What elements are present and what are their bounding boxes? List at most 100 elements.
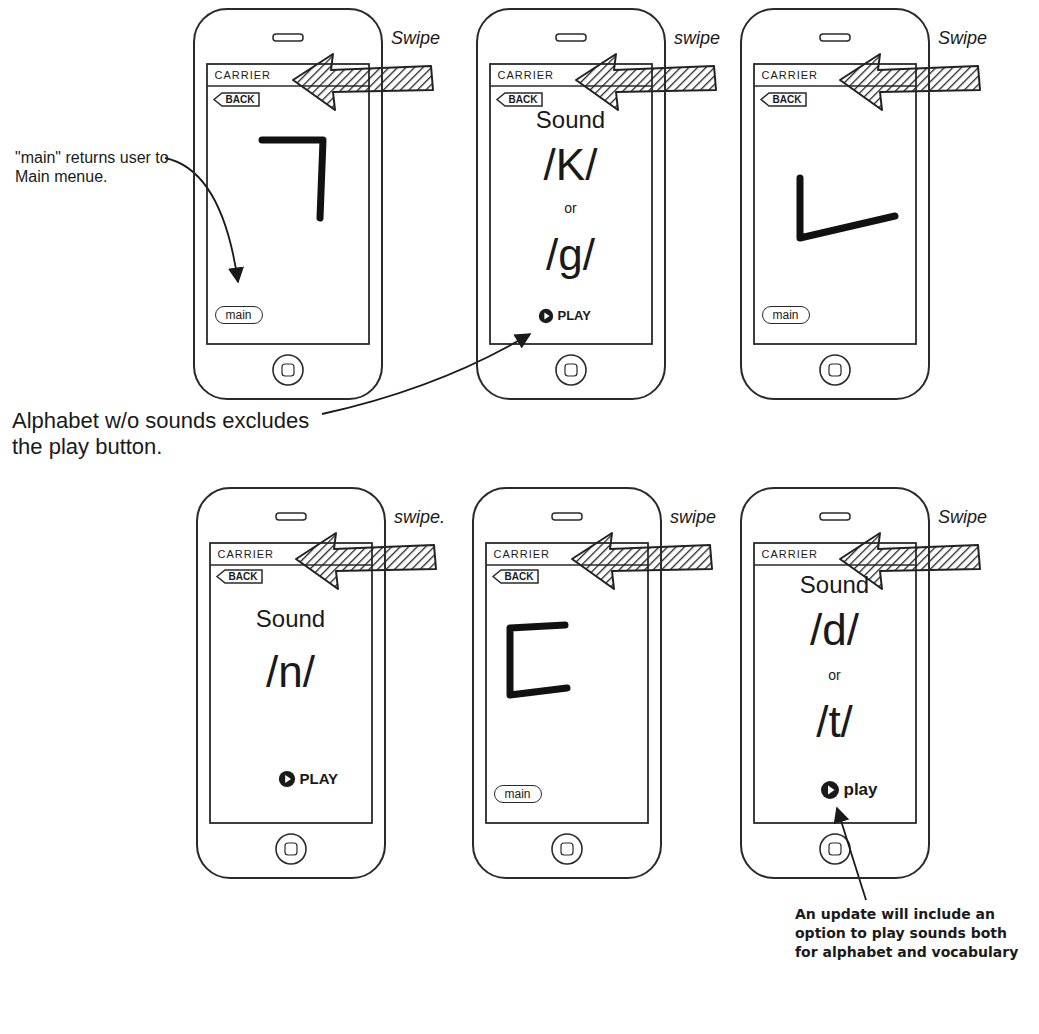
play-button: PLAY	[278, 770, 339, 788]
swipe-label: swipe.	[394, 507, 445, 529]
button-label: BACK	[229, 571, 258, 582]
back-button: BACK	[492, 569, 539, 584]
back-button: BACK	[213, 92, 260, 107]
phone-frame: CARRIER BACK main	[193, 8, 383, 400]
back-button-shape	[217, 570, 262, 583]
leader-arrow	[165, 158, 238, 282]
phone-speaker	[820, 513, 850, 520]
swipe-label: Swipe	[938, 507, 987, 529]
annotation-note: Alphabet w/o sounds excludes the play bu…	[12, 408, 332, 461]
phone-sketch	[490, 34, 716, 385]
phone-frame: CARRIER Sound/d/or/t/play	[740, 487, 930, 879]
carrier-label: CARRIER	[215, 69, 272, 82]
phoneme-text: /d/	[742, 605, 927, 656]
phone-sketch	[210, 513, 436, 864]
sound-heading: Sound	[742, 571, 927, 599]
phone-speaker	[552, 513, 582, 520]
or-text: or	[478, 200, 663, 216]
phone-sketch	[754, 34, 980, 385]
swipe-label: Swipe	[391, 28, 440, 50]
button-label: BACK	[226, 94, 255, 105]
home-button	[820, 355, 850, 385]
play-icon	[820, 780, 840, 800]
play-icon-triangle	[544, 312, 549, 319]
play-button: play	[820, 780, 878, 800]
back-button-shape	[493, 570, 538, 583]
swipe-arrow	[576, 54, 716, 110]
home-button	[820, 834, 850, 864]
hangul-glyph	[510, 625, 567, 695]
play-icon	[538, 308, 554, 324]
hangul-glyph	[800, 178, 895, 238]
button-label: main	[773, 308, 799, 322]
phone-screen	[754, 64, 916, 344]
phoneme-text: /K/	[478, 140, 663, 191]
phoneme-text: /n/	[198, 647, 383, 698]
main-button: main	[215, 306, 263, 324]
home-button-square	[282, 364, 294, 376]
phone-screen	[207, 64, 369, 344]
swipe-arrow	[840, 54, 980, 110]
swipe-arrow	[296, 533, 436, 589]
main-button: main	[762, 306, 810, 324]
phoneme-text: /t/	[742, 697, 927, 748]
home-button-square	[285, 843, 297, 855]
carrier-label: CARRIER	[498, 69, 555, 82]
home-button	[556, 355, 586, 385]
button-label: play	[844, 780, 878, 800]
carrier-label: CARRIER	[762, 69, 819, 82]
button-label: BACK	[509, 94, 538, 105]
phone-screen	[486, 543, 648, 823]
play-icon	[278, 770, 296, 788]
button-label: PLAY	[300, 770, 339, 787]
button-label: PLAY	[558, 308, 591, 323]
sound-heading: Sound	[198, 605, 383, 633]
phone-frame: CARRIER BACK main	[472, 487, 662, 879]
home-button-square	[829, 364, 841, 376]
back-button: BACK	[760, 92, 807, 107]
swipe-label: Swipe	[938, 28, 987, 50]
sound-heading: Sound	[478, 106, 663, 134]
home-button	[276, 834, 306, 864]
phoneme-text: /g/	[478, 230, 663, 281]
home-button-square	[561, 843, 573, 855]
carrier-label: CARRIER	[494, 548, 551, 561]
hangul-glyph	[262, 140, 323, 218]
home-button	[273, 355, 303, 385]
main-button: main	[494, 785, 542, 803]
phone-sketch	[207, 34, 433, 385]
or-text: or	[742, 667, 927, 683]
swipe-label: swipe	[670, 507, 716, 529]
play-icon-triangle	[828, 785, 835, 794]
home-button	[552, 834, 582, 864]
button-label: BACK	[773, 94, 802, 105]
button-label: BACK	[505, 571, 534, 582]
phone-speaker	[276, 513, 306, 520]
leader-arrow	[837, 808, 866, 900]
annotation-note: "main" returns user to Main menue.	[15, 148, 185, 186]
leader-arrow	[322, 334, 530, 414]
back-button: BACK	[496, 92, 543, 107]
carrier-label: CARRIER	[218, 548, 275, 561]
phone-frame: CARRIER Sound/K/or/g/BACK PLAY	[476, 8, 666, 400]
phone-sketch	[754, 513, 980, 864]
phone-speaker	[820, 34, 850, 41]
play-icon-circle	[278, 770, 294, 786]
play-icon-circle	[538, 308, 552, 322]
play-button: PLAY	[538, 308, 591, 324]
swipe-arrow	[293, 54, 433, 110]
update-note: An update will include an option to play…	[795, 905, 1031, 962]
swipe-label: swipe	[674, 28, 720, 50]
home-button-square	[565, 364, 577, 376]
back-button-shape	[214, 93, 259, 106]
button-label: main	[505, 787, 531, 801]
back-button: BACK	[216, 569, 263, 584]
back-button-shape	[761, 93, 806, 106]
back-button-shape	[497, 93, 542, 106]
swipe-arrow	[572, 533, 712, 589]
carrier-label: CARRIER	[762, 548, 819, 561]
play-icon-circle	[821, 781, 839, 799]
play-icon-triangle	[285, 774, 291, 782]
